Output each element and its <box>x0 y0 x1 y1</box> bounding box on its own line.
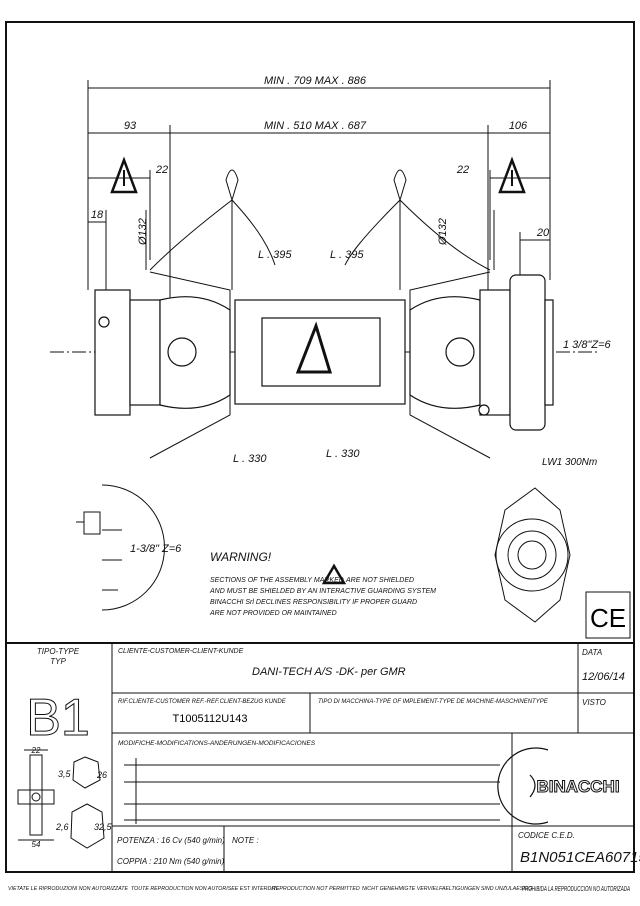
type-label-de: TYP <box>50 657 66 666</box>
footer-notice-it: VIETATE LE RIPRODUZIONI NON AUTORIZZATE <box>8 886 129 892</box>
customer-ref-label: RIF.CLIENTE-CUSTOMER REF.-REF.CLIENT-BEZ… <box>118 699 287 705</box>
outer-tube-profile-icon <box>70 803 105 849</box>
warning-line-1b: ARE NOT SHIELDED <box>345 577 414 584</box>
warning-triangle-icon <box>321 563 347 585</box>
brand-name: BINACCHI <box>536 777 619 796</box>
warning-line-2: AND MUST BE SHIELDED BY AN INTERACTIVE G… <box>209 588 436 595</box>
cross-length-dimension: 54 <box>32 840 41 849</box>
ce-mark-box <box>585 591 631 639</box>
warning-triangle-icon <box>498 156 526 194</box>
footer-notice-de: NICHT GENEHMIGTE VERVIELFAELTIGUNGEN SIN… <box>362 886 532 892</box>
safety-chain-right <box>344 169 491 290</box>
left-diameter-dimension: Ø132 <box>137 218 149 246</box>
footer-notice-fr: TOUTE REPRODUCTION NON AUTORISEE EST INT… <box>131 886 280 892</box>
code-value: B1N051CEA60715 <box>520 849 640 866</box>
outer-tube-wall-dimension: 2,6 <box>55 822 69 832</box>
drawing-frame <box>5 21 635 873</box>
spline-spec-right: 1 3/8"Z=6 <box>563 339 612 351</box>
power-rating: POTENZA : 16 Cv (540 g/min) <box>117 836 225 845</box>
customer-ref-value: T1005112U143 <box>172 713 247 725</box>
machine-type-label: TIPO DI MACCHINA-TYPE OF IMPLEMENT-TYPE … <box>318 699 549 705</box>
inner-tube-size-dimension: 26 <box>96 770 107 780</box>
binacchi-logo: BINACCHI <box>497 747 620 825</box>
profile-tube <box>261 317 381 387</box>
visto-label: VISTO <box>582 698 606 707</box>
safety-chain-left <box>149 169 276 290</box>
warning-line-3: BINACCHI Srl DECLINES RESPONSIBILITY IF … <box>210 599 417 606</box>
inner-tube-length-left: L . 330 <box>233 453 267 465</box>
hub-end-view-right <box>494 487 571 623</box>
tube-length-dimension: MIN . 510 MAX . 687 <box>264 120 367 132</box>
left-guard-dimension: 22 <box>155 164 168 176</box>
warning-line-4: ARE NOT PROVIDED OR MAINTAINED <box>209 610 337 617</box>
customer-value: DANI-TECH A/S -DK- per GMR <box>252 666 406 678</box>
type-label: TIPO-TYPE <box>37 647 80 656</box>
clutch-spec: LW1 300Nm <box>542 457 597 468</box>
inner-tube-wall-dimension: 3,5 <box>58 769 72 779</box>
outer-tube-size-dimension: 32,5 <box>94 822 113 832</box>
yoke-left <box>94 289 231 416</box>
footer-notice-es: PROHIBIDA LA REPRODUCCION NO AUTORIZADA <box>522 886 630 893</box>
note-label: NOTE : <box>232 836 259 845</box>
ce-mark: CE <box>590 603 626 633</box>
customer-label: CLIENTE-CUSTOMER-CLIENT-KUNDE <box>118 648 244 655</box>
torque-rating: COPPIA : 210 Nm (540 g/min) <box>117 857 225 866</box>
inner-tube-length-right: L . 330 <box>326 448 360 460</box>
date-label: DATA <box>582 648 602 657</box>
outer-tube-length-right: L . 395 <box>330 249 364 261</box>
spline-spec-left: 1-3/8" Z=6 <box>130 543 182 555</box>
code-label: CODICE C.E.D. <box>518 831 575 840</box>
outer-tube-length-left: L . 395 <box>258 249 292 261</box>
type-value: B1 <box>26 689 90 747</box>
inner-tube-profile-icon <box>72 756 101 789</box>
yoke-right-with-clutch <box>409 274 554 431</box>
right-hub-dimension: 20 <box>536 227 550 239</box>
warning-line-1a: SECTIONS OF THE ASSEMBLY MARKED <box>210 577 344 584</box>
modifications-label: MODIFICHE-MODIFICATIONS-ANDERUNGEN-MODIF… <box>118 740 316 747</box>
right-diameter-dimension: Ø132 <box>437 218 449 246</box>
cross-journal-icon <box>17 749 55 841</box>
cross-width-dimension: 22 <box>31 746 41 755</box>
warning-triangle-icon <box>110 156 138 194</box>
right-guard-dimension: 22 <box>456 164 469 176</box>
overall-length-dimension: MIN . 709 MAX . 886 <box>264 75 367 87</box>
right-yoke-dimension: 106 <box>509 120 528 132</box>
title-block-grid <box>111 643 634 872</box>
triangular-profile-icon <box>295 321 333 374</box>
hub-end-view-left <box>76 484 165 611</box>
date-value: 12/06/14 <box>582 671 625 683</box>
left-hub-dimension: 18 <box>91 209 104 221</box>
left-yoke-dimension: 93 <box>124 120 137 132</box>
warning-title: WARNING! <box>210 550 272 564</box>
footer-notice-en: REPRODUCTION NOT PERMITTED <box>272 886 360 892</box>
